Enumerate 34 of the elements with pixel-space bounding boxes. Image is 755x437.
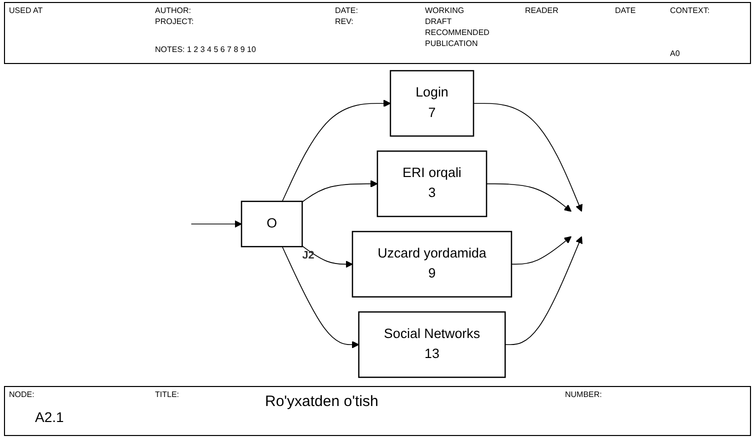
frame-label: REV: — [335, 17, 354, 26]
frame-label: A2.1 — [35, 409, 64, 425]
arrow — [473, 102, 582, 212]
frame-label: DATE: — [335, 6, 358, 15]
arrow — [190, 220, 242, 228]
node-box: Uzcard yordamida 9 — [352, 230, 512, 298]
arrow — [511, 236, 572, 265]
frame-label: WORKING — [425, 6, 464, 15]
frame-label: CONTEXT: — [670, 6, 710, 15]
frame-label: DATE — [615, 6, 636, 15]
frame-label: DRAFT — [425, 17, 452, 26]
frame-label: PROJECT: — [155, 17, 194, 26]
frame-label: NUMBER: — [565, 390, 602, 399]
arrow — [302, 246, 353, 268]
arrow — [486, 183, 572, 212]
arrow — [282, 246, 360, 348]
node-box: Social Networks 13 — [358, 311, 506, 378]
frame-label: RECOMMENDED — [425, 28, 490, 37]
arrow — [282, 100, 391, 202]
arrow — [504, 236, 582, 346]
frame-label: A0 — [670, 49, 680, 58]
junction-label: J2 — [302, 249, 314, 262]
diagram-title: Ro'yxatden o'tish — [265, 393, 378, 410]
frame-label: AUTHOR: — [155, 6, 191, 15]
frame-label: PUBLICATION — [425, 39, 478, 48]
node-box: ERI orqali 3 — [376, 150, 488, 218]
arrow — [302, 180, 378, 202]
node-box: Login 7 — [390, 70, 474, 137]
frame-label: TITLE: — [155, 390, 180, 399]
node-box: O — [240, 200, 303, 248]
frame-label: READER — [525, 6, 558, 15]
frame-label: NODE: — [9, 390, 34, 399]
frame-label: USED AT — [9, 6, 43, 15]
frame-label: NOTES: 1 2 3 4 5 6 7 8 9 10 — [155, 45, 256, 54]
